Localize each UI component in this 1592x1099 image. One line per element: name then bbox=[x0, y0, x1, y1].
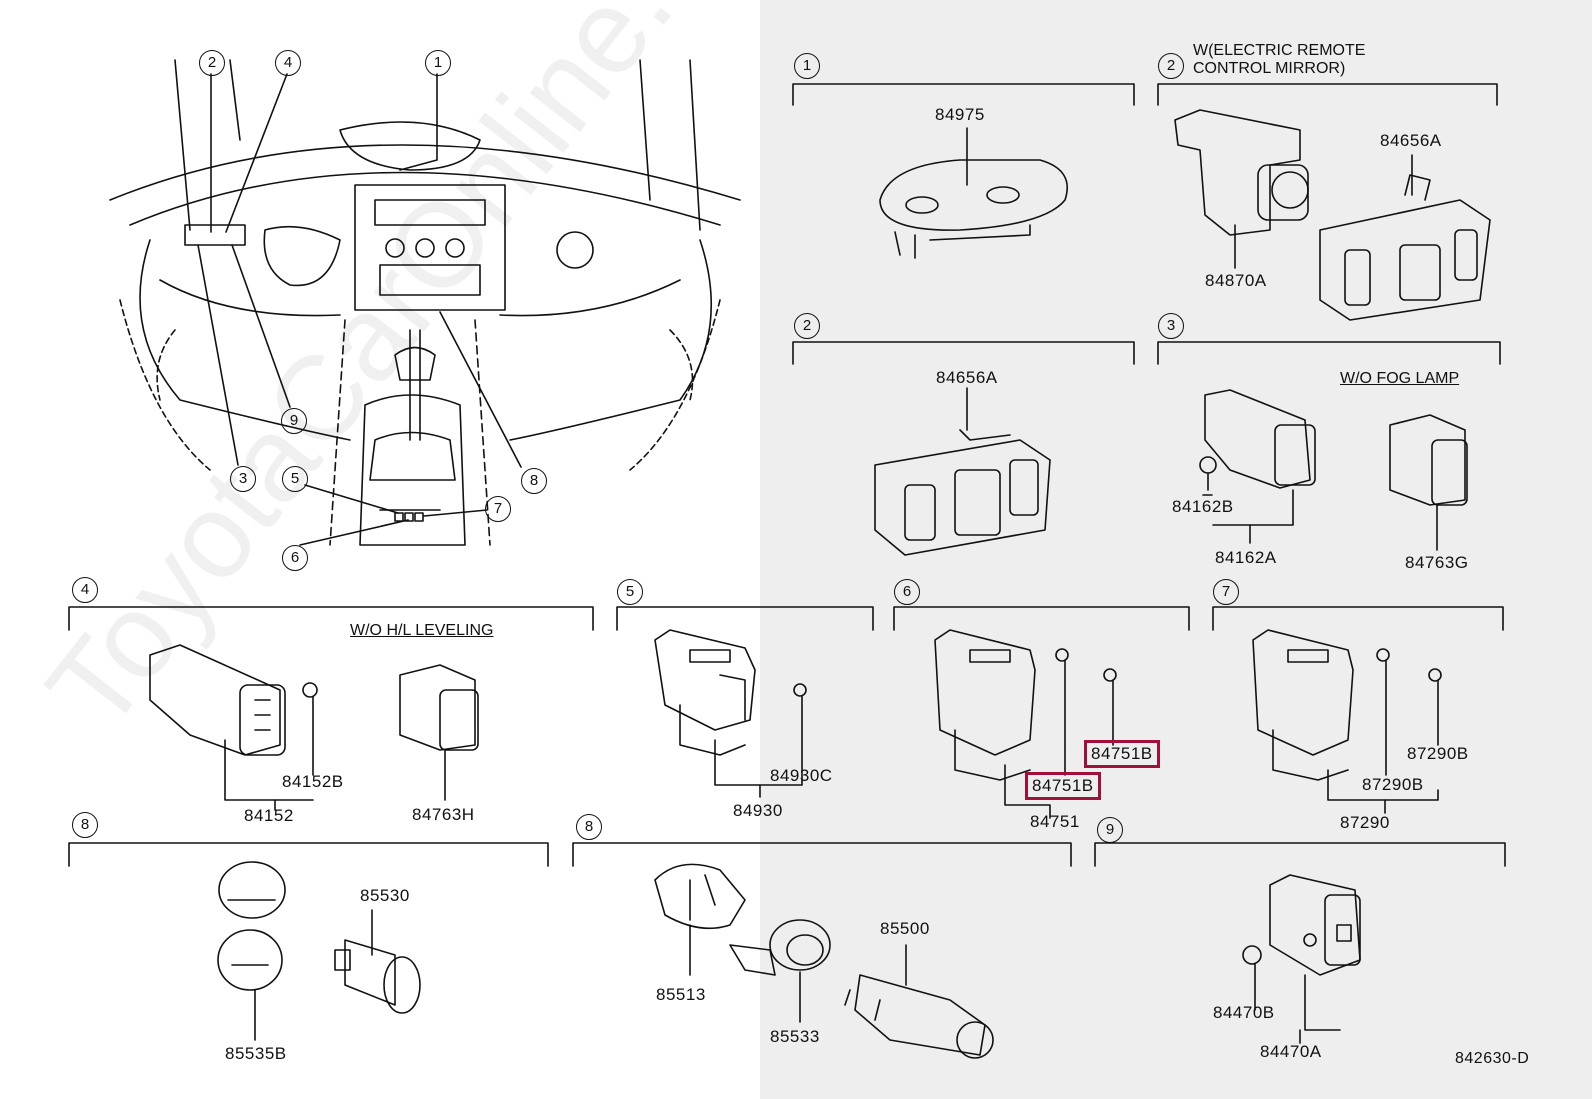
overview-callout-8: 8 bbox=[521, 468, 547, 494]
part-85533-drawing bbox=[729, 919, 831, 1023]
part-label-84656A: 84656A bbox=[1380, 131, 1442, 150]
overview-callout-7: 7 bbox=[485, 496, 511, 522]
part-84975-drawing bbox=[879, 127, 1068, 259]
part-label-84152B: 84152B bbox=[282, 772, 344, 791]
overview-callout-1: 1 bbox=[425, 50, 451, 76]
part-label-84152: 84152 bbox=[244, 806, 294, 825]
overview-callout-4: 4 bbox=[275, 50, 301, 76]
part-label-85500: 85500 bbox=[880, 919, 930, 938]
part-label-87290B-2: 87290B bbox=[1362, 775, 1424, 794]
section-brackets bbox=[68, 83, 1506, 867]
section-3-note: W/O FOG LAMP bbox=[1340, 370, 1460, 387]
part-84656A-2-drawing bbox=[874, 387, 1051, 556]
part-85535B-drawing bbox=[217, 861, 286, 1041]
part-label-87290B: 87290B bbox=[1407, 744, 1469, 763]
part-label-84763H: 84763H bbox=[412, 805, 475, 824]
overview-callout-9: 9 bbox=[281, 408, 307, 434]
part-label-84930C: 84930C bbox=[770, 766, 833, 785]
part-84656A-drawing bbox=[1319, 154, 1491, 321]
part-label-84656A-2: 84656A bbox=[936, 368, 998, 387]
section-9-number: 9 bbox=[1097, 817, 1123, 843]
section-6-number: 6 bbox=[894, 579, 920, 605]
section-8-middle-number: 8 bbox=[576, 814, 602, 840]
part-84162A-drawing bbox=[1199, 389, 1316, 544]
part-84470A-drawing bbox=[1242, 874, 1361, 1044]
overview-callout-6: 6 bbox=[282, 545, 308, 571]
part-label-84763G: 84763G bbox=[1405, 553, 1469, 572]
section-1-number: 1 bbox=[794, 53, 820, 79]
diagram-code: 842630-D bbox=[1455, 1050, 1530, 1067]
part-label-84470B: 84470B bbox=[1213, 1003, 1275, 1022]
part-85500-drawing bbox=[844, 944, 994, 1059]
part-84763G-drawing bbox=[1389, 414, 1468, 551]
part-84763H-drawing bbox=[399, 664, 479, 801]
part-84751-drawing bbox=[934, 629, 1117, 819]
part-84152-drawing bbox=[149, 644, 318, 811]
section-5-number: 5 bbox=[617, 579, 643, 605]
part-label-84162A: 84162A bbox=[1215, 548, 1277, 567]
section-7-number: 7 bbox=[1213, 579, 1239, 605]
part-85530-drawing bbox=[334, 909, 421, 1014]
section-4-number: 4 bbox=[72, 577, 98, 603]
section-8-left-number: 8 bbox=[72, 812, 98, 838]
part-label-84470A: 84470A bbox=[1260, 1042, 1322, 1061]
part-label-84162B: 84162B bbox=[1172, 497, 1234, 516]
section-2-mirror-number: 2 bbox=[1158, 53, 1184, 79]
part-label-84751B-highlighted-2[interactable]: 84751B bbox=[1025, 772, 1101, 800]
part-85513-drawing bbox=[654, 863, 746, 976]
part-label-84930: 84930 bbox=[733, 801, 783, 820]
part-label-85530: 85530 bbox=[360, 886, 410, 905]
section-3-number: 3 bbox=[1158, 313, 1184, 339]
section-2-number: 2 bbox=[794, 313, 820, 339]
overview-callout-3: 3 bbox=[230, 466, 256, 492]
part-84930-drawing bbox=[654, 629, 807, 798]
overview-callout-2: 2 bbox=[199, 50, 225, 76]
part-label-84975: 84975 bbox=[935, 105, 985, 124]
part-87290-drawing bbox=[1252, 629, 1442, 814]
part-label-85535B: 85535B bbox=[225, 1044, 287, 1063]
part-label-84751: 84751 bbox=[1030, 812, 1080, 831]
part-84870A-drawing bbox=[1174, 109, 1309, 269]
section-2-mirror-note: W(ELECTRIC REMOTE CONTROL MIRROR) bbox=[1193, 42, 1366, 77]
part-label-84751B-highlighted[interactable]: 84751B bbox=[1084, 740, 1160, 768]
dashboard-overview-drawing bbox=[109, 59, 741, 546]
section-4-note: W/O H/L LEVELING bbox=[350, 622, 494, 639]
part-label-85513: 85513 bbox=[656, 985, 706, 1004]
part-label-87290: 87290 bbox=[1340, 813, 1390, 832]
overview-callout-5: 5 bbox=[282, 466, 308, 492]
part-label-85533: 85533 bbox=[770, 1027, 820, 1046]
part-label-84870A: 84870A bbox=[1205, 271, 1267, 290]
